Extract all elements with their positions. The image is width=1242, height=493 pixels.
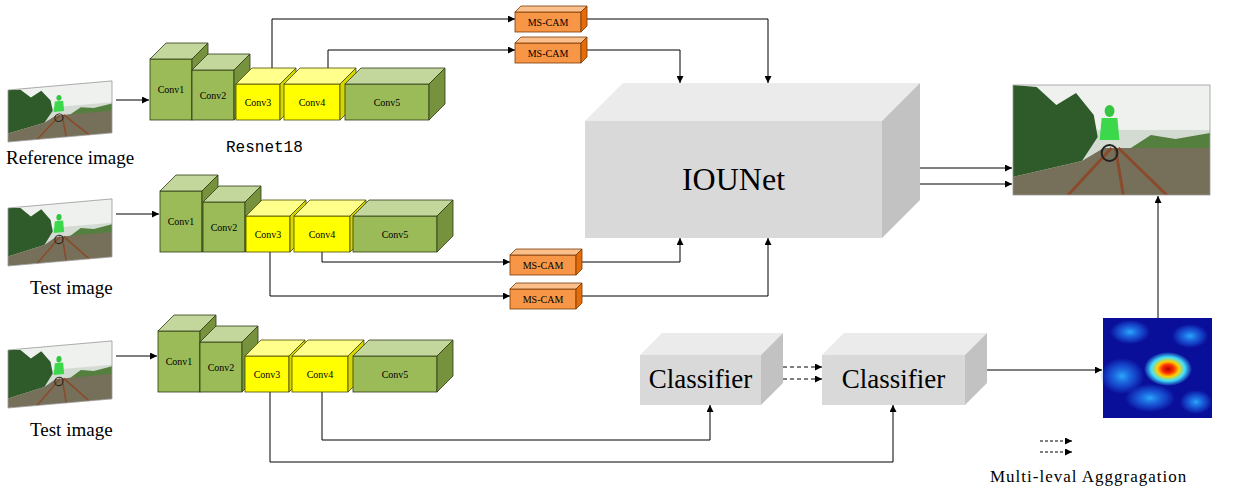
block-face: Conv4 xyxy=(292,356,348,392)
heatmap xyxy=(1100,318,1212,418)
block-label: Conv2 xyxy=(211,222,238,233)
block-label: Conv5 xyxy=(382,369,409,380)
input-photo xyxy=(8,81,112,142)
block-label: Conv5 xyxy=(374,97,401,108)
caption-label: Resnet18 xyxy=(226,139,303,157)
block-face: Conv2 xyxy=(192,70,234,120)
network-block: IOUNet xyxy=(585,83,920,238)
block-face: MS-CAM xyxy=(510,255,576,275)
block-label: MS-CAM xyxy=(523,260,564,271)
block-face: Conv1 xyxy=(150,59,192,120)
block-face: IOUNet xyxy=(585,121,882,238)
ms-cam-block: MS-CAM xyxy=(510,249,582,275)
flow-arrow xyxy=(116,100,1158,370)
block-label: Conv4 xyxy=(299,97,326,108)
conv-block: Conv5 xyxy=(353,200,453,252)
connector-arrow xyxy=(783,367,822,368)
block-face: MS-CAM xyxy=(515,12,581,32)
block-face: Classifier xyxy=(822,355,965,405)
block-label: Conv1 xyxy=(168,216,195,227)
connector-arrow xyxy=(322,252,510,262)
block-face: Conv3 xyxy=(246,216,290,252)
legend-sample xyxy=(1040,441,1072,452)
block-face: Conv2 xyxy=(200,342,242,392)
block-label: Conv4 xyxy=(309,229,336,240)
caption-label: Test image xyxy=(30,277,113,299)
connector-arrow xyxy=(582,238,680,262)
block-face: Classifier xyxy=(640,355,761,405)
output-photo xyxy=(1013,85,1210,195)
block-label: Classifier xyxy=(842,365,945,395)
conv-block: Conv5 xyxy=(353,340,453,392)
block-shape xyxy=(345,68,445,120)
block-face: MS-CAM xyxy=(510,289,576,309)
legend-label: Multi-leval Agggragation xyxy=(990,467,1187,487)
block-face: Conv3 xyxy=(245,356,289,392)
input-photo xyxy=(8,341,112,408)
connector-arrow xyxy=(270,392,893,462)
ms-cam-block: MS-CAM xyxy=(515,6,587,32)
block-label: IOUNet xyxy=(682,162,785,197)
block-label: MS-CAM xyxy=(523,294,564,305)
connector-arrow xyxy=(587,50,680,83)
input-photo xyxy=(8,199,112,266)
block-face: Conv1 xyxy=(158,331,200,392)
block-label: MS-CAM xyxy=(528,48,569,59)
ms-cam-block: MS-CAM xyxy=(510,283,582,309)
ms-cam-block: MS-CAM xyxy=(515,37,587,63)
block-face: MS-CAM xyxy=(515,43,581,63)
connector-arrow xyxy=(270,252,510,296)
block-label: Conv4 xyxy=(307,369,334,380)
block-label: Conv2 xyxy=(200,90,227,101)
block-label: Conv2 xyxy=(208,362,235,373)
block-label: Conv1 xyxy=(158,84,185,95)
connector-arrow xyxy=(272,19,515,68)
block-face: Conv4 xyxy=(294,216,350,252)
connector-arrow xyxy=(587,19,768,83)
block-face: Conv5 xyxy=(353,216,437,252)
caption-label: Reference image xyxy=(6,147,134,169)
connector-arrow xyxy=(582,238,768,296)
block-label: Classifier xyxy=(649,365,752,395)
block-shape xyxy=(585,83,920,238)
block-label: Conv1 xyxy=(166,356,193,367)
block-label: Conv3 xyxy=(255,229,282,240)
block-face: Conv4 xyxy=(284,84,340,120)
block-label: Conv5 xyxy=(382,229,409,240)
block-label: Conv3 xyxy=(245,97,272,108)
block-face: Conv1 xyxy=(160,191,202,252)
network-block: Classifier xyxy=(822,333,987,405)
block-shape xyxy=(353,340,453,392)
block-label: MS-CAM xyxy=(528,17,569,28)
block-face: Conv5 xyxy=(353,356,437,392)
conv-block: Conv5 xyxy=(345,68,445,120)
block-shape xyxy=(353,200,453,252)
caption-label: Test image xyxy=(30,419,113,441)
connector-arrow xyxy=(783,379,822,380)
network-block: Classifier xyxy=(640,333,783,405)
block-face: Conv3 xyxy=(236,84,280,120)
block-label: Conv3 xyxy=(254,369,281,380)
block-face: Conv2 xyxy=(203,202,245,252)
connector-arrow xyxy=(328,50,515,68)
block-face: Conv5 xyxy=(345,84,429,120)
